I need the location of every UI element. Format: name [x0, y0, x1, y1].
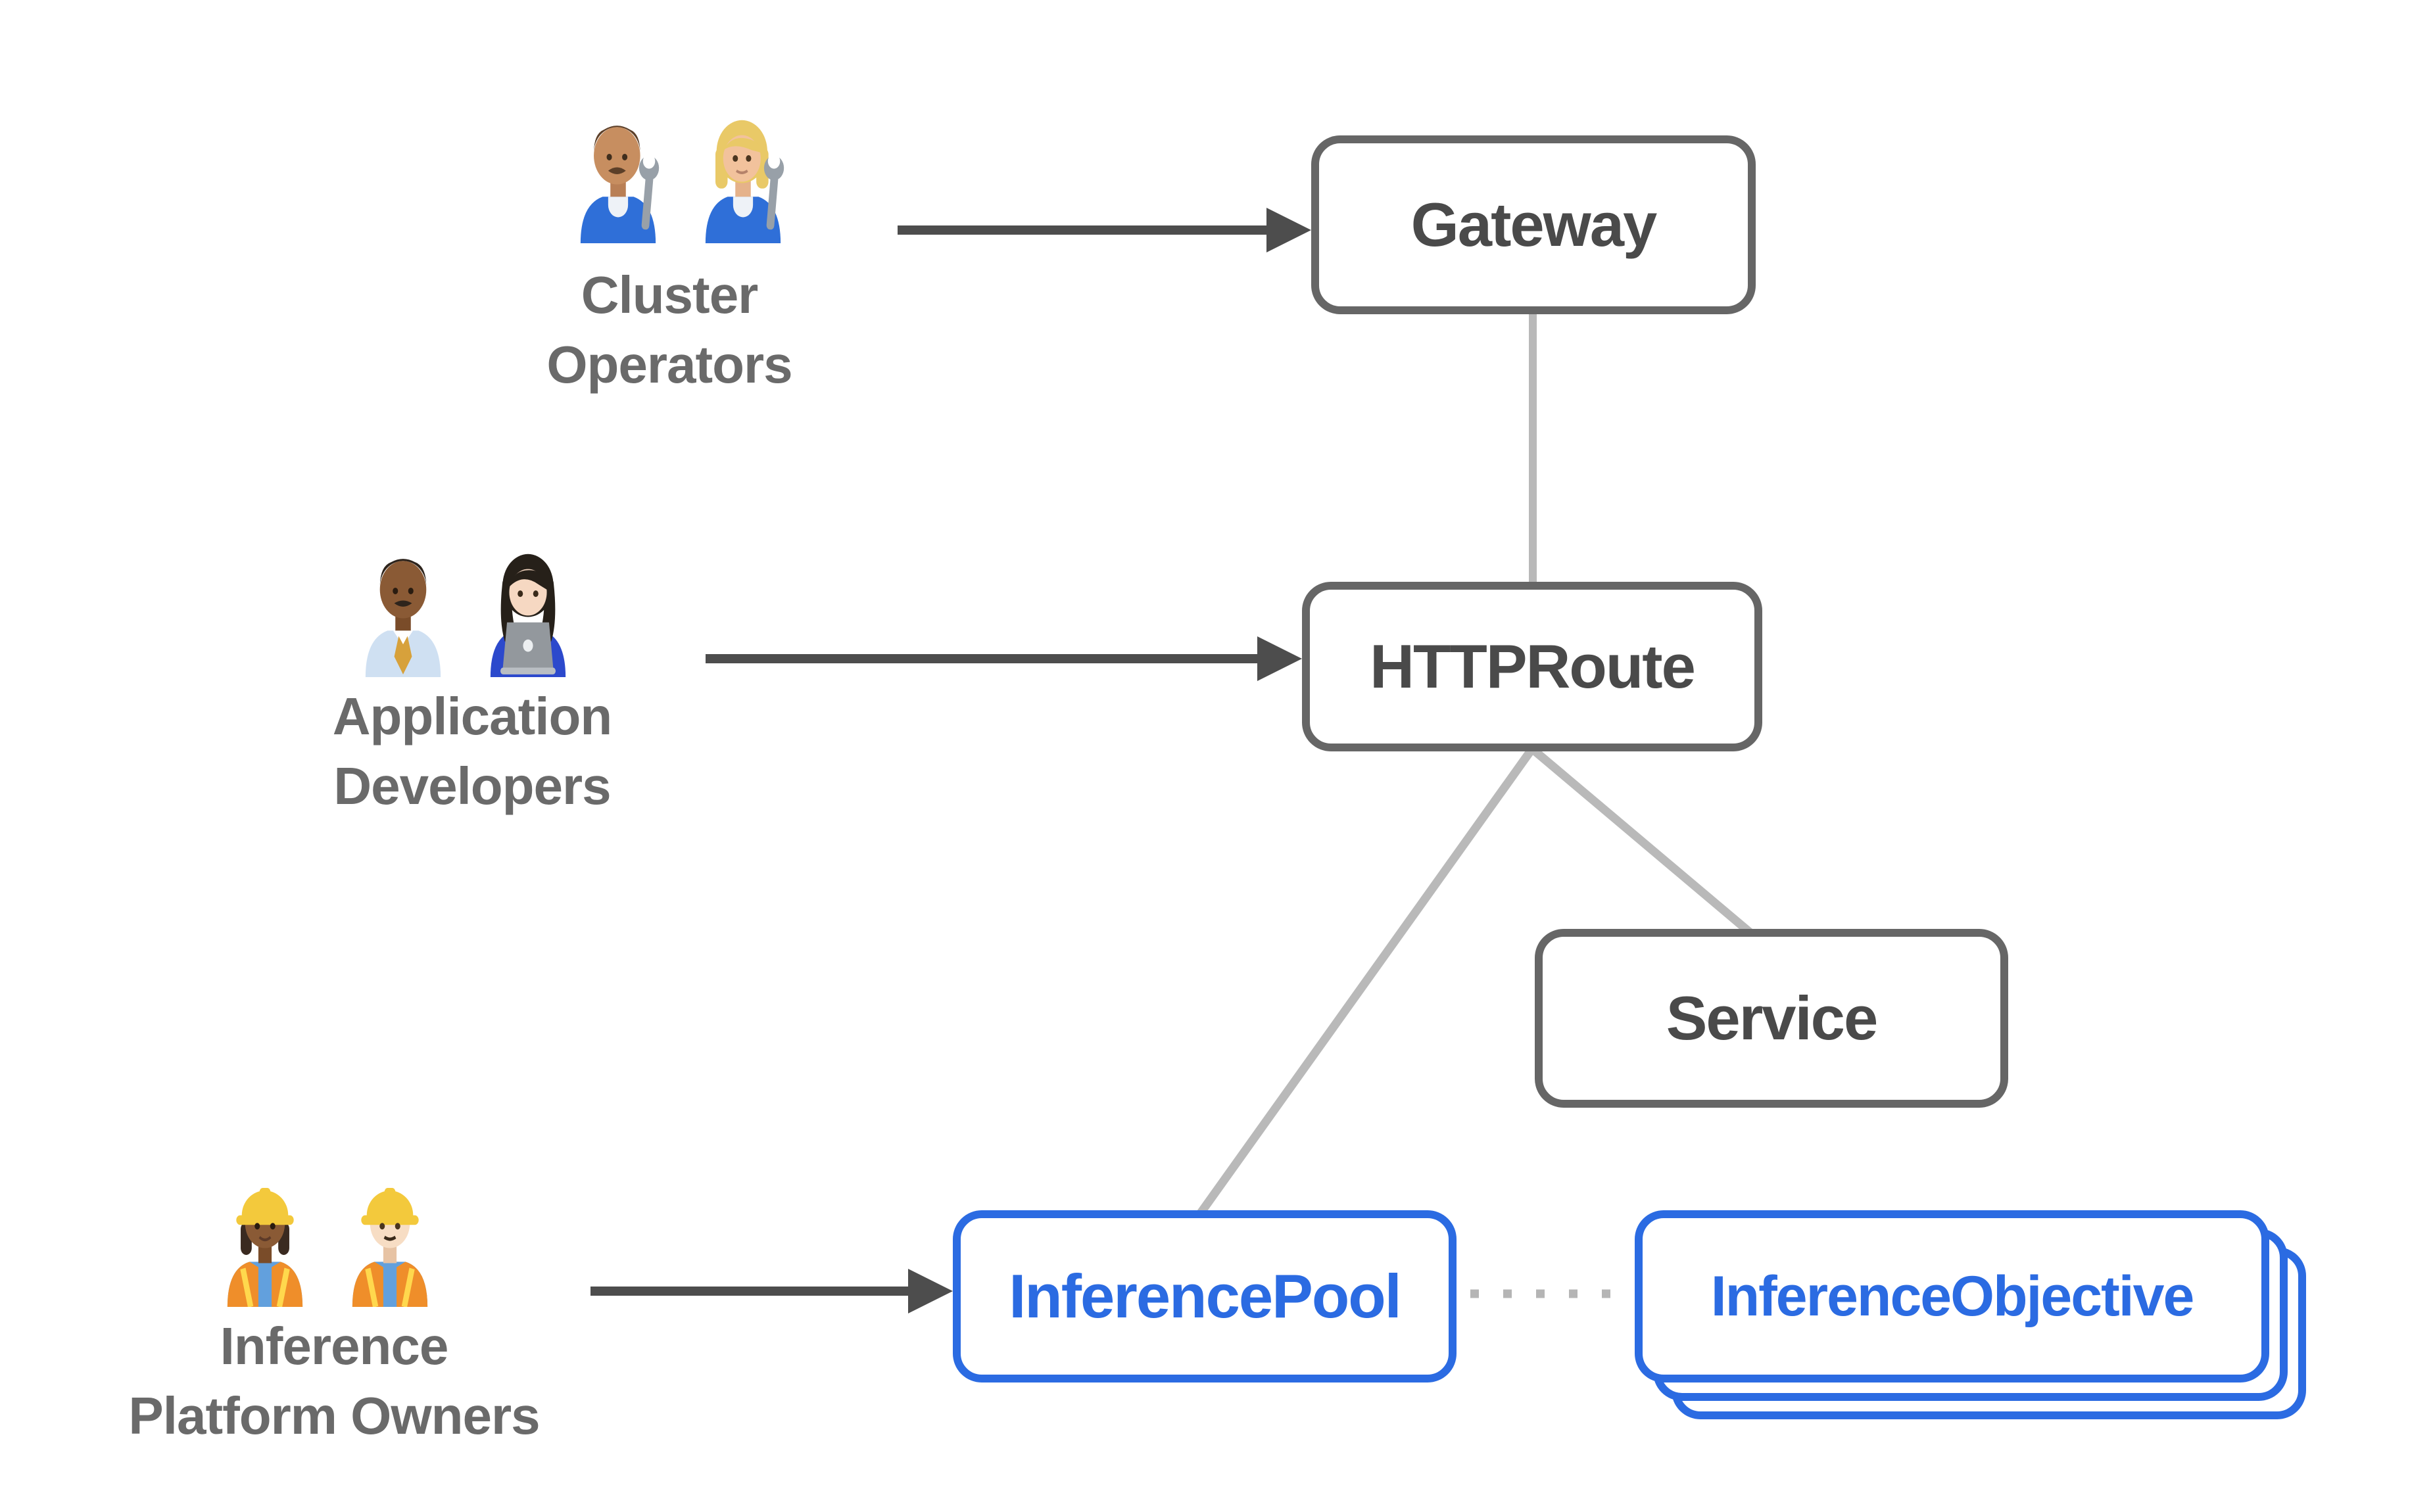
- cluster-operators-label-line2: Operators: [546, 335, 792, 394]
- man-construction-worker-icon: [352, 1188, 428, 1307]
- wrench-icon: [638, 153, 660, 230]
- httproute-node: HTTPRoute: [1302, 582, 1762, 751]
- cluster-operators-icons: [563, 106, 798, 243]
- inferenceobjective-node-label: InferenceObjective: [1710, 1264, 2195, 1328]
- gateway-node-label: Gateway: [1410, 190, 1658, 259]
- application-developers-icons: [348, 540, 583, 677]
- service-node: Service: [1535, 929, 2008, 1108]
- inference-platform-owners-label-line1: Inference: [220, 1317, 449, 1375]
- httproute-node-label: HTTPRoute: [1370, 632, 1696, 701]
- inferenceobjective-node: InferenceObjective: [1635, 1210, 2269, 1382]
- helmet-icon: [361, 1188, 419, 1225]
- cluster-operators-label-line1: Cluster: [581, 266, 759, 324]
- gateway-node: Gateway: [1311, 135, 1756, 314]
- inference-platform-owners-icons: [210, 1170, 445, 1307]
- woman-technologist-icon: [490, 554, 566, 677]
- edge-httproute-inferencepool: [1197, 746, 1536, 1216]
- arrow-application-developers-httproute: [706, 636, 1302, 681]
- inferencepool-node-label: InferencePool: [1009, 1262, 1402, 1331]
- cluster-operators-label: Cluster Operators: [439, 260, 900, 400]
- application-developers-label-line1: Application: [332, 687, 613, 745]
- inferencepool-node: InferencePool: [953, 1210, 1457, 1382]
- application-developers-label-line2: Developers: [333, 757, 611, 815]
- inference-platform-owners-label-line2: Platform Owners: [128, 1386, 540, 1445]
- man-mechanic-icon: [580, 126, 660, 243]
- edge-httproute-service: [1529, 745, 1754, 936]
- helmet-icon: [236, 1188, 294, 1225]
- arrow-inference-platform-owners-inferencepool: [590, 1269, 953, 1313]
- inference-platform-owners-label: Inference Platform Owners: [38, 1311, 630, 1451]
- service-node-label: Service: [1666, 983, 1879, 1052]
- inferenceobjective-node-stack: InferenceObjective: [1635, 1210, 2312, 1427]
- woman-construction-worker-icon: [227, 1188, 303, 1307]
- woman-mechanic-icon: [705, 120, 784, 243]
- man-office-worker-icon: [365, 559, 441, 677]
- wrench-icon: [763, 153, 784, 230]
- application-developers-label: Application Developers: [242, 682, 702, 821]
- laptop-icon: [500, 622, 556, 674]
- arrow-cluster-operators-gateway: [898, 208, 1311, 252]
